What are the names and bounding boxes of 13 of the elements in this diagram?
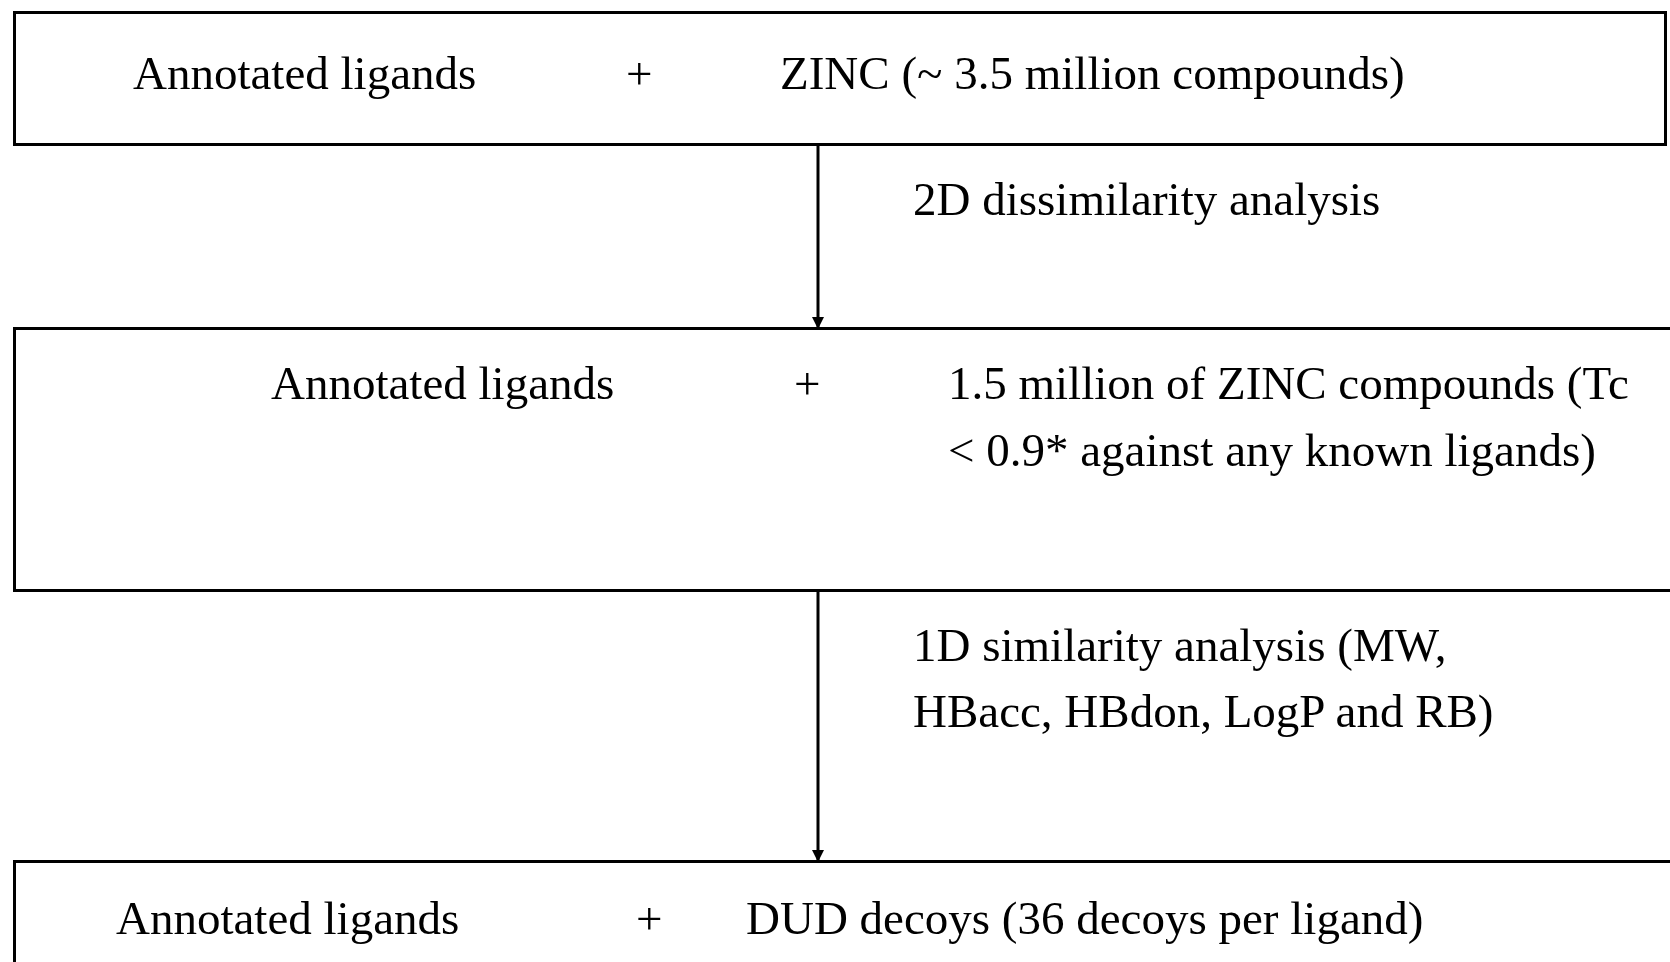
arrow — [812, 146, 824, 329]
plus-sign: + — [626, 46, 653, 101]
box-text: 1.5 million of ZINC compounds (Tc < 0.9* against any known ligands) — [948, 356, 1630, 478]
box-text: Annotated ligands — [133, 46, 477, 101]
box-text: Annotated ligands — [271, 356, 615, 411]
plus-sign: + — [794, 356, 821, 411]
box-text: DUD decoys (36 decoys per ligand) — [746, 891, 1424, 946]
plus-sign: + — [636, 891, 663, 946]
process-box — [13, 11, 1667, 146]
arrow — [812, 592, 824, 862]
box-text: Annotated ligands — [116, 891, 460, 946]
process-box — [13, 327, 1670, 592]
box-text: ZINC (~ 3.5 million compounds) — [780, 46, 1405, 101]
